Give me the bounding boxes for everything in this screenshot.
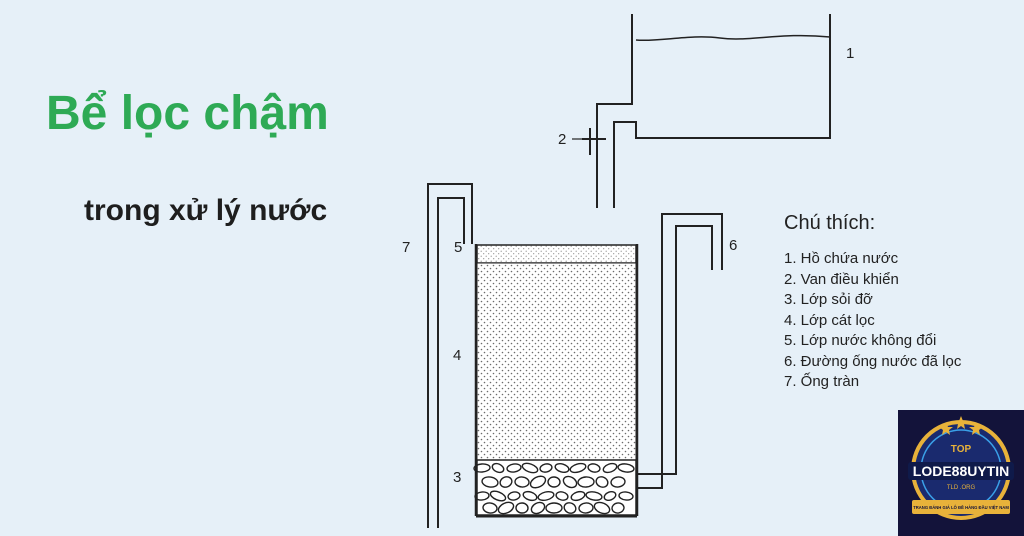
gravel-stone [563, 502, 577, 514]
label-3: 3 [453, 469, 461, 486]
gravel-stone [611, 502, 625, 514]
legend-item: 5. Lớp nước không đổi [784, 332, 937, 349]
gravel-stone [473, 463, 491, 473]
gravel-stone [530, 501, 546, 515]
gravel-stone [578, 502, 594, 514]
gravel-stone [474, 491, 490, 501]
gravel-stone [506, 463, 522, 473]
sand-filter-layer [476, 262, 637, 461]
gravel-stone [507, 491, 521, 501]
legend-title: Chú thích: [784, 212, 876, 234]
legend: Chú thích: 1. Hồ chứa nước 2. Van điều k… [784, 212, 961, 393]
logo-domain: TLD .ORG [947, 485, 976, 491]
legend-item: 6. Đường ống nước đã lọc [784, 352, 962, 370]
gravel-stone [610, 476, 626, 488]
label-4: 4 [453, 347, 461, 364]
logo-text: LODE88UYTIN [913, 463, 1009, 479]
treated-water-pipe [637, 213, 723, 489]
brand-logo[interactable]: TOP LODE88UYTIN TLD .ORG TRANG ĐÁNH GIÁ … [898, 410, 1024, 536]
constant-water-layer [476, 244, 637, 264]
reservoir-tank [596, 14, 831, 208]
gravel-stone [481, 476, 499, 488]
gravel-stone [529, 475, 547, 489]
gravel-stone [603, 490, 617, 502]
logo-tagline: TRANG ĐÁNH GIÁ LÔ ĐỀ HÀNG ĐẦU VIỆT NAM [913, 505, 1009, 510]
gravel-stone [514, 476, 530, 488]
overflow-pipe [427, 183, 473, 528]
gravel-stone [522, 490, 538, 502]
legend-item: 4. Lớp cát lọc [784, 311, 875, 329]
gravel-stone [569, 462, 587, 474]
gravel-stone [545, 502, 563, 514]
gravel-stone [539, 463, 553, 473]
control-valve [572, 128, 606, 155]
gravel-stone [515, 502, 529, 514]
legend-item: 3. Lớp sỏi đỡ [784, 291, 873, 308]
gravel-stone [537, 490, 555, 502]
gravel-stone [555, 491, 569, 501]
gravel-stone [547, 476, 561, 488]
gravel-stone [593, 501, 611, 515]
gravel-stone [489, 490, 507, 502]
gravel-stone [482, 502, 498, 514]
gravel-stone [595, 476, 609, 488]
gravel-stone [618, 491, 634, 501]
logo-top-text: TOP [951, 444, 972, 455]
label-5: 5 [454, 239, 462, 256]
legend-item: 1. Hồ chứa nước [784, 250, 899, 267]
gravel-stone [602, 462, 618, 474]
legend-item: 7. Ống tràn [784, 373, 860, 390]
page-title: Bể lọc chậm [46, 87, 329, 140]
gravel-stone [497, 501, 515, 515]
gravel-stone [570, 490, 586, 502]
gravel-stone [577, 476, 595, 488]
gravel-stone [617, 463, 635, 473]
gravel-stone [554, 462, 570, 474]
gravel-stone [587, 463, 601, 473]
label-7: 7 [402, 239, 410, 256]
label-6: 6 [729, 237, 737, 254]
gravel-stone [562, 475, 578, 489]
label-1: 1 [846, 45, 854, 62]
gravel-stone [499, 476, 513, 488]
star-icon [939, 416, 983, 435]
gravel-stone [521, 462, 539, 474]
page-subtitle: trong xử lý nước [84, 194, 328, 227]
legend-list: 1. Hồ chứa nước 2. Van điều khiển 3. Lớp… [784, 249, 961, 393]
gravel-stone [491, 462, 505, 474]
gravel-stone [585, 491, 603, 501]
legend-item: 2. Van điều khiển [784, 270, 899, 288]
label-2: 2 [558, 131, 566, 148]
gravel-support-layer [473, 459, 637, 516]
